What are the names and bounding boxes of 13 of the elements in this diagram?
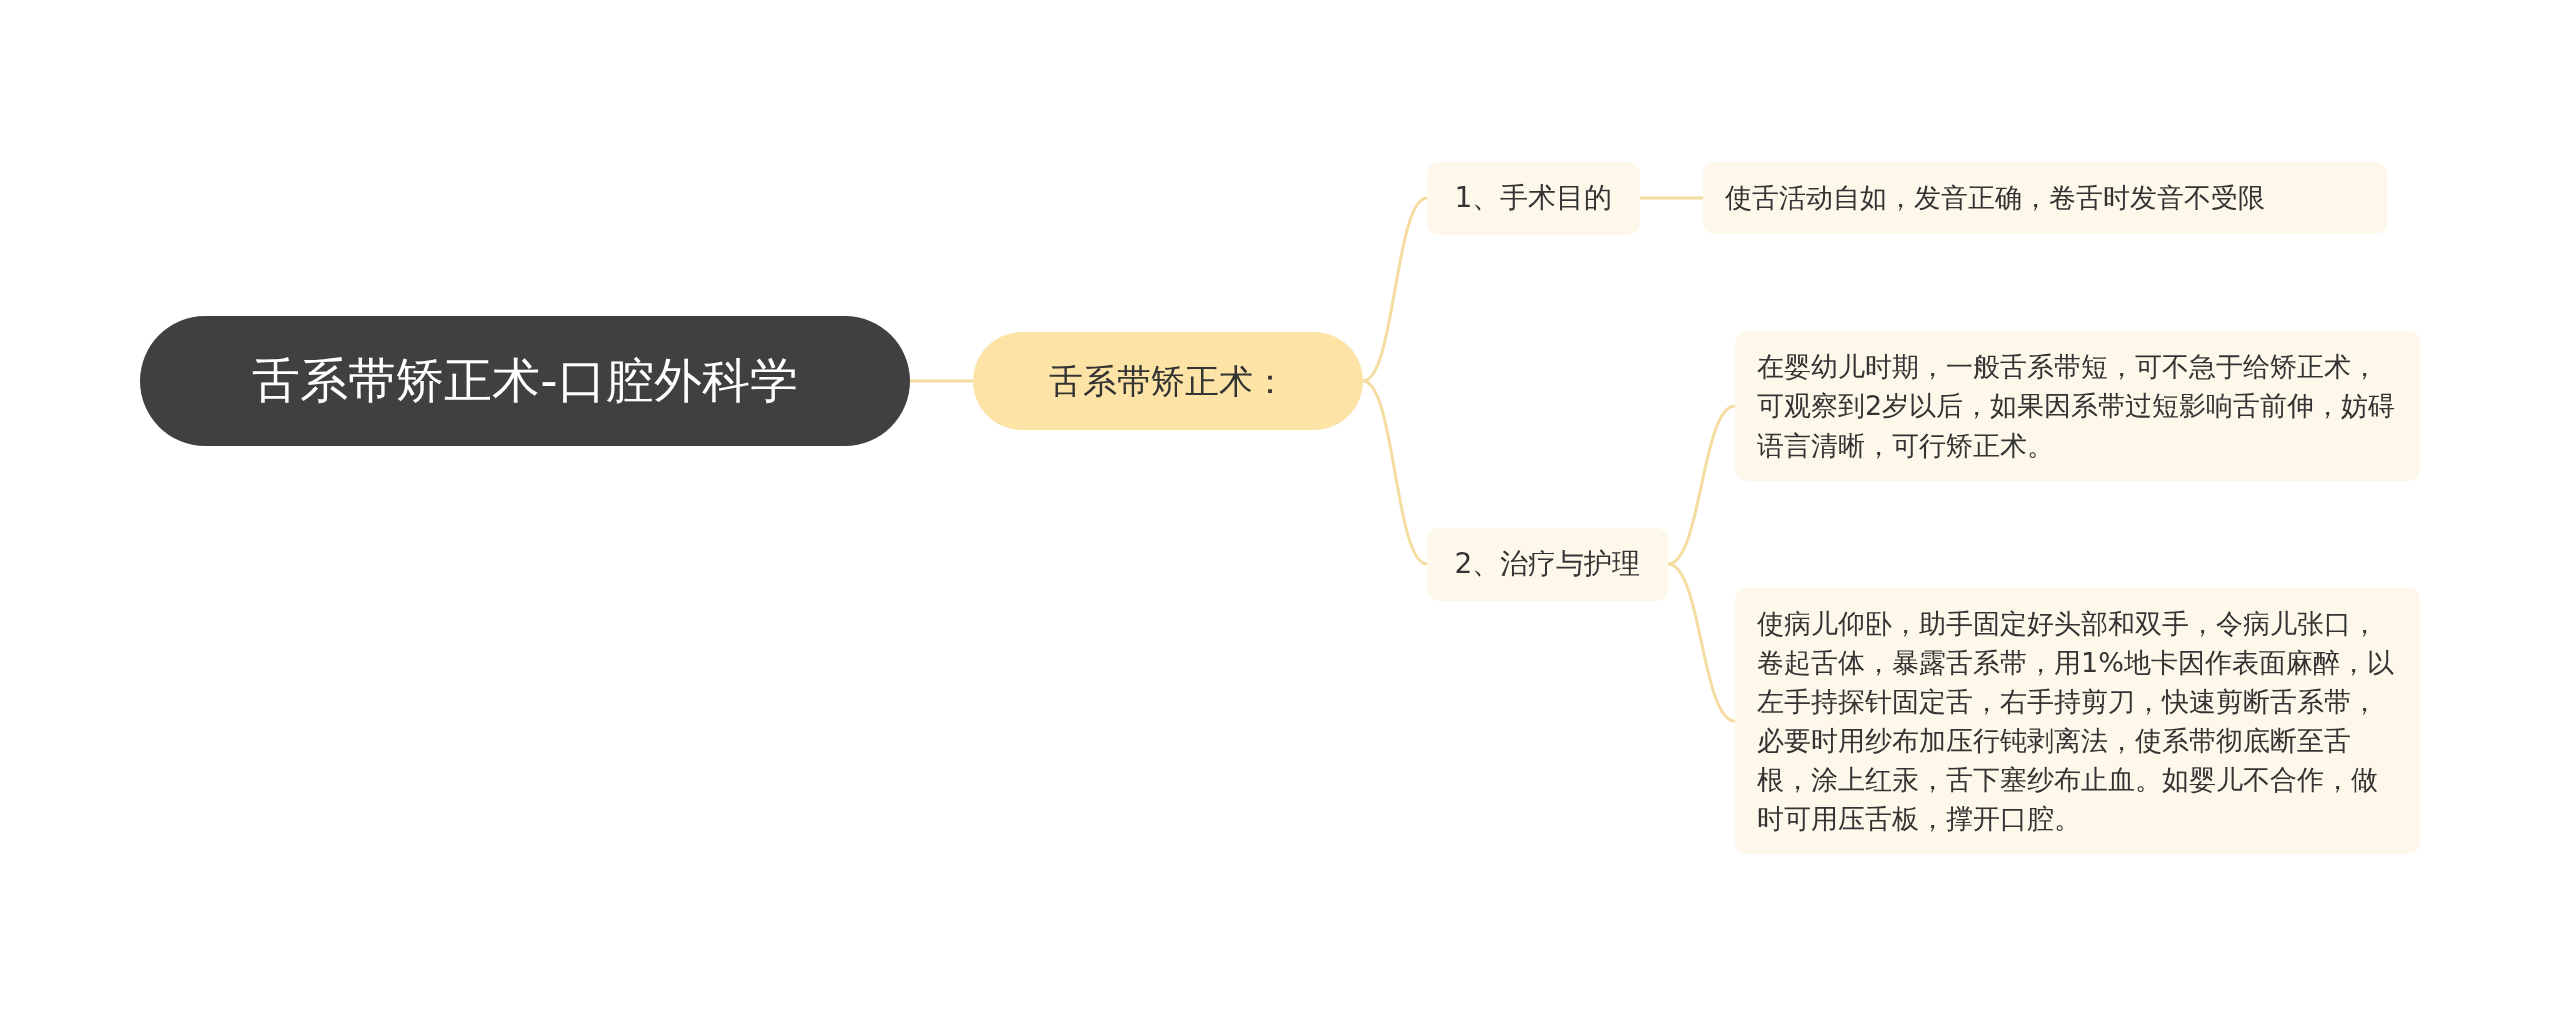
subtopic: 2、治疗与护理	[1427, 527, 1668, 601]
detail-note: 使舌活动自如，发音正确，卷舌时发音不受限	[1703, 162, 2387, 234]
subtopic: 1、手术目的	[1427, 161, 1640, 235]
connector-line	[910, 379, 973, 383]
connector-line	[1362, 379, 1428, 566]
root-topic: 舌系带矫正术-口腔外科学	[140, 316, 910, 446]
connector-line	[1667, 404, 1736, 566]
connector-line	[1362, 196, 1428, 383]
main-topic: 舌系带矫正术：	[973, 332, 1363, 430]
connector-line	[1640, 196, 1703, 200]
detail-note: 在婴幼儿时期，一般舌系带短，可不急于给矫正术，可观察到2岁以后，如果因系带过短影响舌前伸，妨碍语言清晰，可行矫正术。	[1735, 331, 2420, 481]
connector-line	[1667, 562, 1736, 723]
detail-note: 使病儿仰卧，助手固定好头部和双手，令病儿张口，卷起舌体，暴露舌系带，用1%地卡因作表面麻醉，以左手持探针固定舌，右手持剪刀，快速剪断舌系带，必要时用纱布加压行钝剥离法，使系带彻底断至舌根，涂上红汞，舌下塞纱布止血。如婴儿不合作，做时可用压舌板，撑开口腔。	[1735, 587, 2420, 855]
